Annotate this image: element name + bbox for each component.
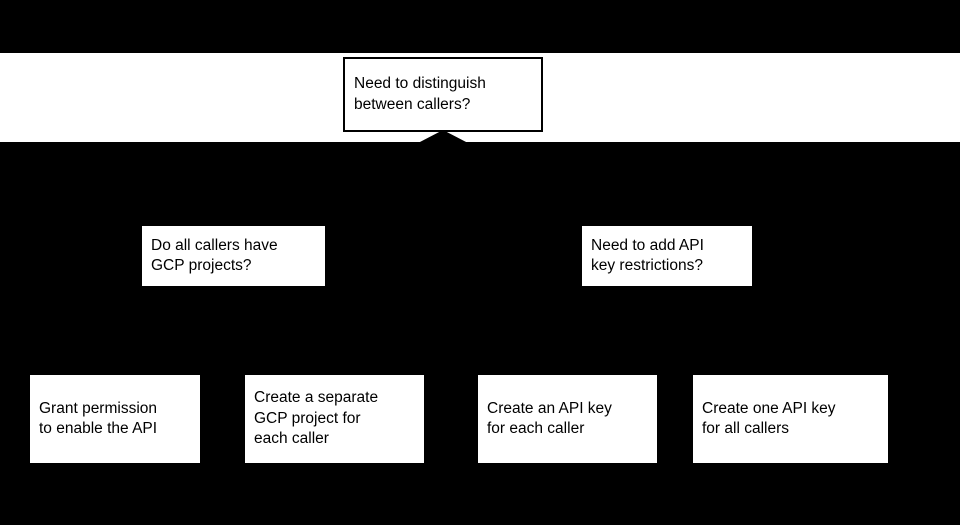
decision-node-gcp-projects[interactable]: Do all callers have GCP projects? [142, 226, 325, 286]
outcome-node-grant-permission[interactable]: Grant permission to enable the API [30, 375, 200, 463]
decision-node-key-restrictions-label: Need to add API key restrictions? [591, 236, 704, 274]
decision-node-distinguish-callers[interactable]: Need to distinguish between callers? [343, 57, 543, 132]
outcome-node-separate-gcp-project-label: Create a separate GCP project for each c… [254, 389, 379, 448]
decision-node-gcp-projects-label: Do all callers have GCP projects? [151, 236, 278, 274]
outcome-node-grant-permission-label: Grant permission to enable the API [39, 399, 158, 437]
outcome-node-api-key-each-caller-label: Create an API key for each caller [487, 399, 612, 437]
outcome-node-api-key-each-caller[interactable]: Create an API key for each caller [478, 375, 657, 463]
decision-node-key-restrictions[interactable]: Need to add API key restrictions? [582, 226, 752, 286]
outcome-node-api-key-all-callers-label: Create one API key for all callers [702, 399, 836, 437]
decision-node-distinguish-callers-label: Need to distinguish between callers? [354, 75, 486, 113]
outcome-node-api-key-all-callers[interactable]: Create one API key for all callers [693, 375, 888, 463]
outcome-node-separate-gcp-project[interactable]: Create a separate GCP project for each c… [245, 375, 424, 463]
